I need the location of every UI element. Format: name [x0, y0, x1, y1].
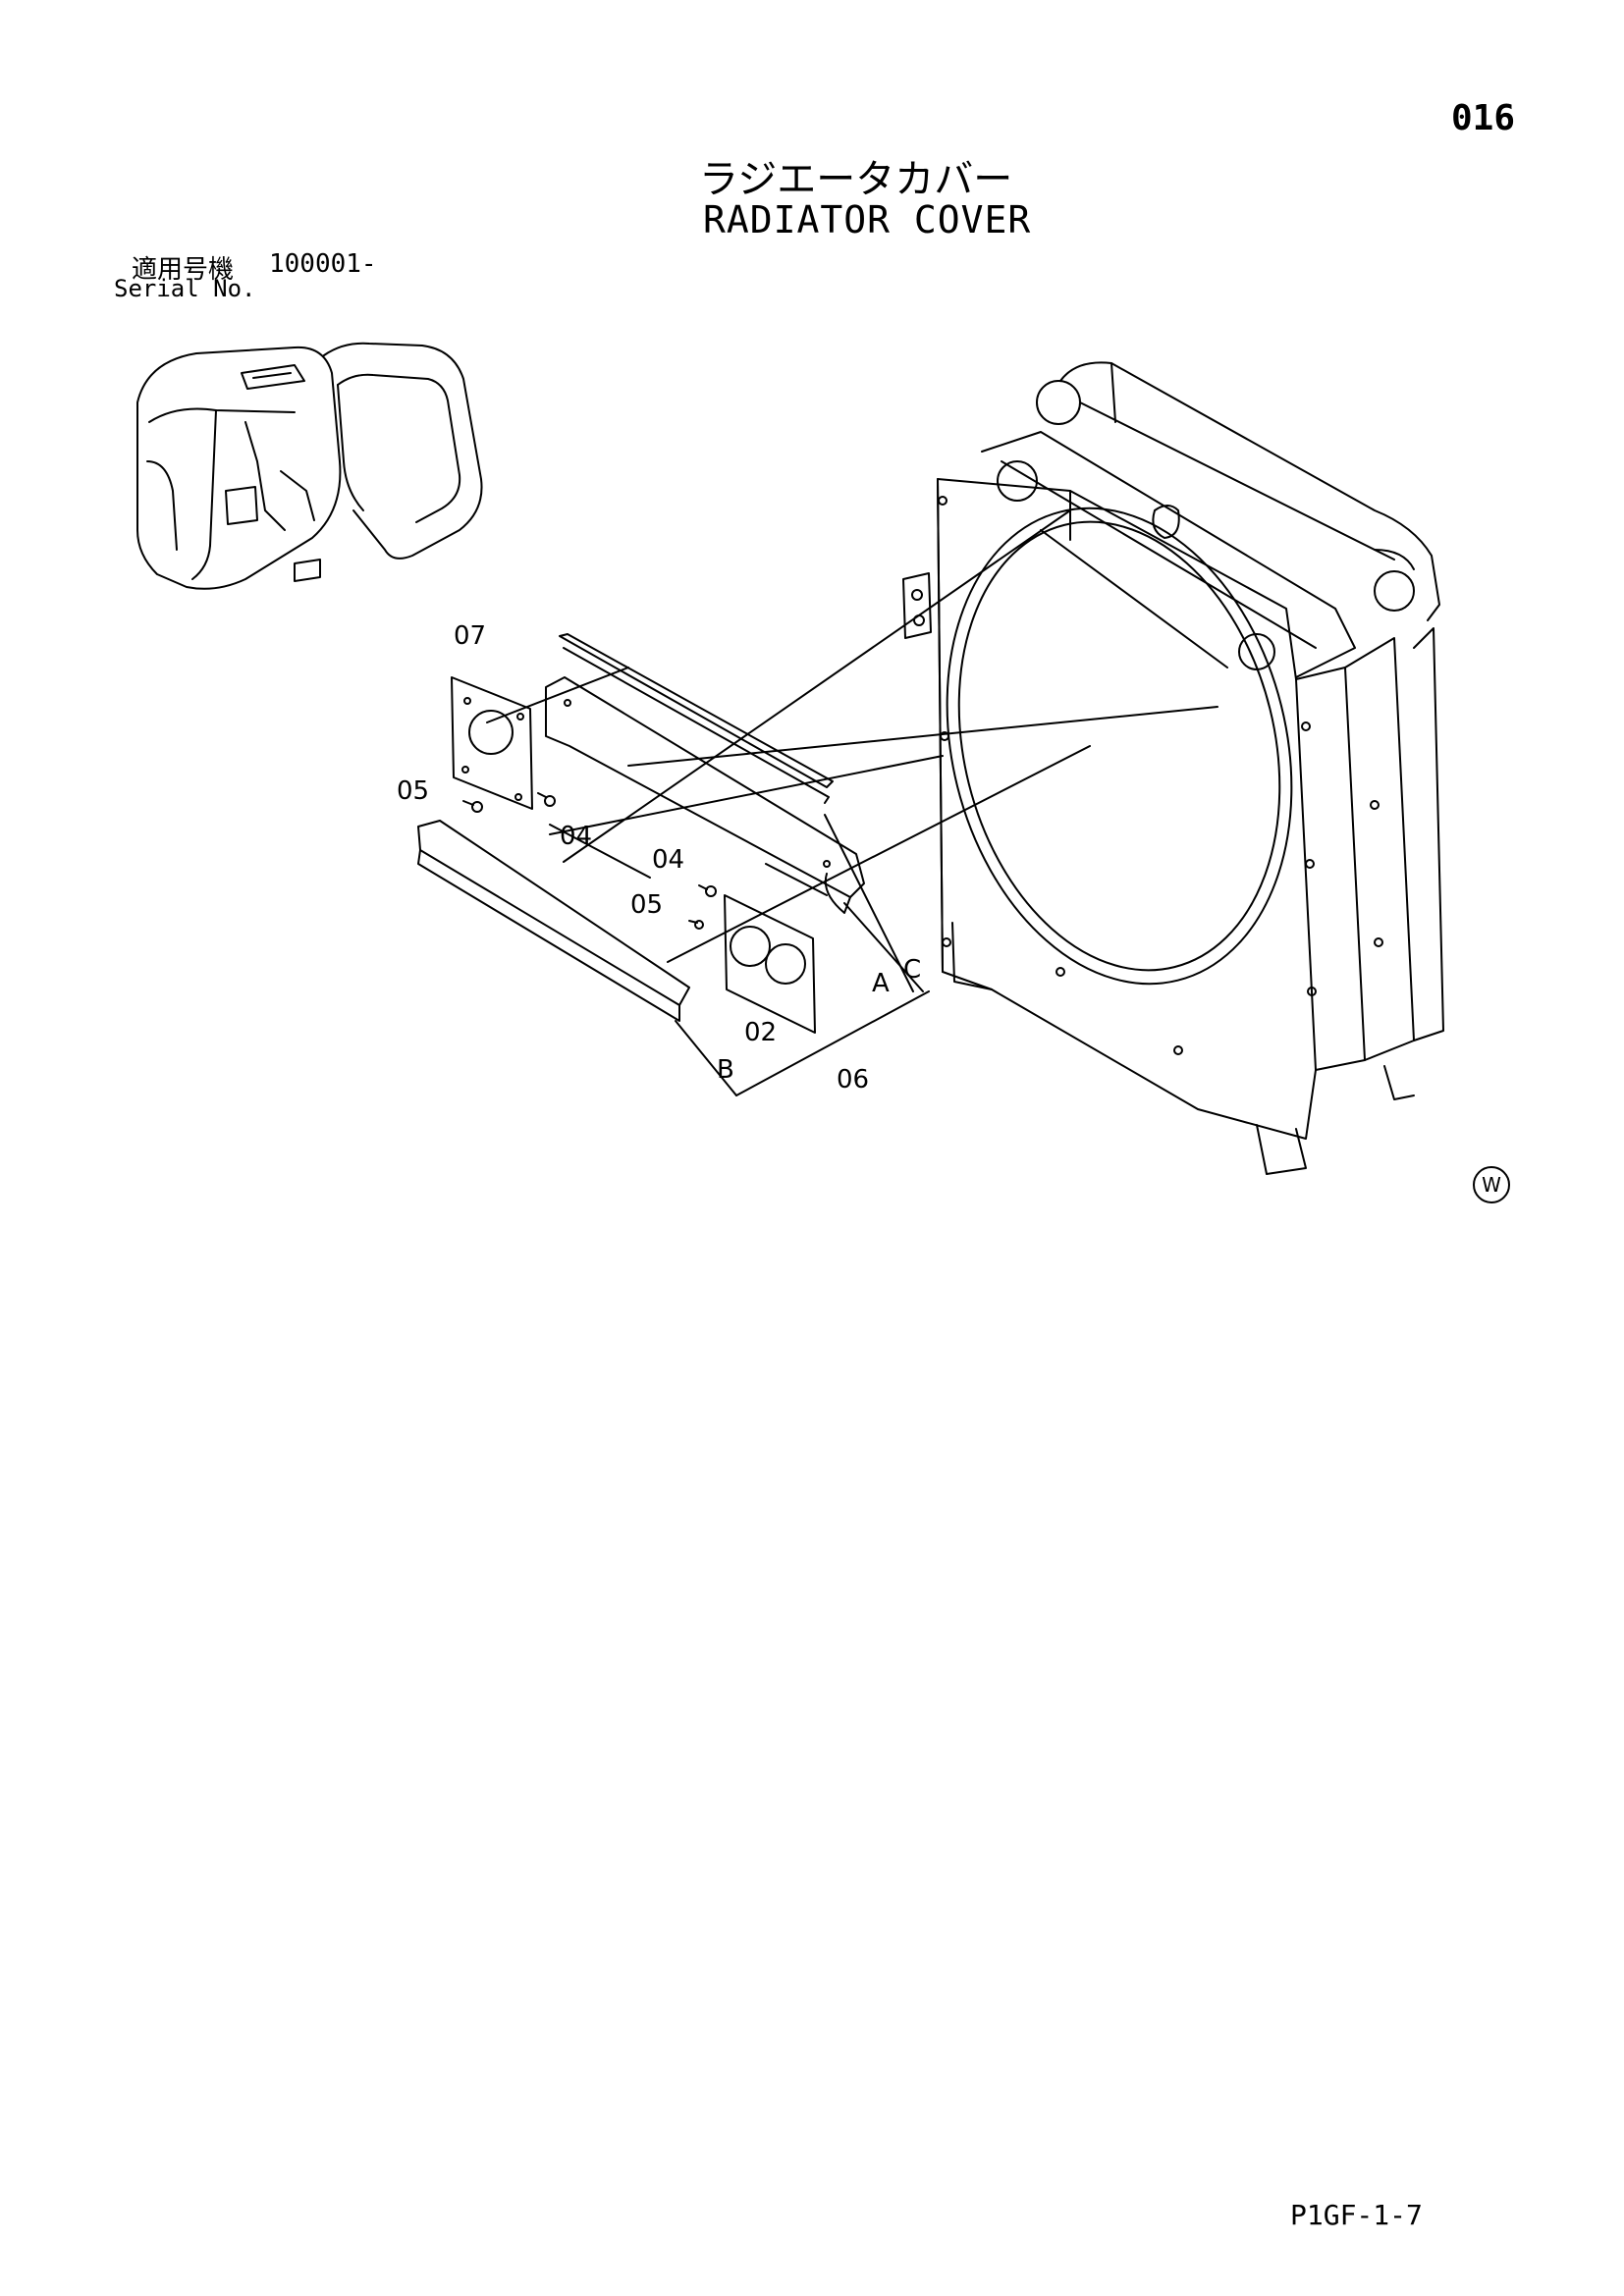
title-japanese: ラジエータカバー	[699, 157, 1013, 202]
callout-04-left: 04	[560, 822, 592, 851]
part-07-plate	[451, 676, 533, 810]
part-02-plate	[724, 894, 816, 1034]
callout-05-right: 05	[630, 890, 663, 920]
assembly-leader-lines	[486, 509, 1228, 1096]
reference-c: C	[903, 955, 921, 985]
reference-a: A	[872, 969, 890, 998]
callout-02: 02	[744, 1018, 777, 1047]
callout-04-right: 04	[652, 845, 684, 875]
serial-label-english: Serial No.	[114, 275, 256, 302]
callout-07: 07	[454, 621, 486, 651]
machine-overview-illustration	[136, 342, 483, 590]
foam-block	[417, 820, 690, 1006]
callout-05-left: 05	[397, 776, 429, 806]
reference-b: B	[717, 1055, 734, 1085]
serial-label-japanese: 適用号機	[132, 255, 235, 285]
exploded-cover-parts	[417, 633, 865, 1034]
page-number: 016	[1451, 98, 1516, 138]
title-english: RADIATOR COVER	[703, 198, 1032, 241]
footer-code: P1GF-1-7	[1290, 2199, 1423, 2231]
serial-value: 100001-	[269, 249, 377, 279]
callout-06: 06	[837, 1065, 869, 1095]
w-mark: W	[1473, 1166, 1510, 1203]
radiator-assembly-illustration	[902, 361, 1444, 1175]
